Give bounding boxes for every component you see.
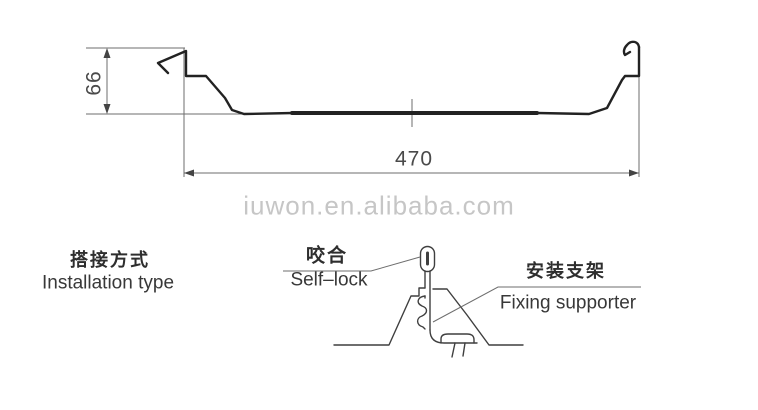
self-lock-leader	[283, 256, 421, 272]
seam-stem	[424, 270, 431, 331]
detail-right-panel	[432, 288, 524, 346]
dim-width-label: 470	[394, 147, 434, 171]
clip-foot	[429, 329, 478, 344]
arrow-up-icon	[103, 48, 111, 58]
dimension-arrows	[103, 48, 639, 177]
profile-left-edge	[156, 49, 295, 116]
fixing-supporter-label-zh: 安装支架	[526, 261, 606, 282]
installation-type-label-en: Installation type	[41, 272, 175, 294]
watermark-text: iuwon.en.alibaba.com	[243, 190, 515, 221]
dim-height-label: 66	[82, 70, 106, 96]
arrow-down-icon	[103, 104, 111, 114]
clip-spring-profile	[416, 295, 428, 330]
profile-right-hook	[622, 40, 641, 57]
arrow-left-icon	[184, 169, 194, 177]
panel-profile-outline	[156, 40, 641, 116]
clip-base-plate	[440, 333, 475, 344]
profile-right-edge	[535, 45, 641, 116]
self-lock-label-en: Self–lock	[290, 269, 368, 291]
installation-type-label-zh: 搭接方式	[70, 250, 150, 271]
fixing-supporter-label-en: Fixing supporter	[499, 292, 637, 314]
self-lock-label-zh: 咬合	[305, 245, 349, 267]
seam-detail-drawing	[333, 245, 524, 358]
arrow-right-icon	[629, 169, 639, 177]
detail-left-panel	[333, 287, 426, 346]
seam-lock-capsule	[419, 245, 436, 273]
fixing-supporter-leader	[432, 286, 641, 323]
leader-lines	[283, 256, 641, 323]
fastener-marks	[451, 342, 466, 358]
